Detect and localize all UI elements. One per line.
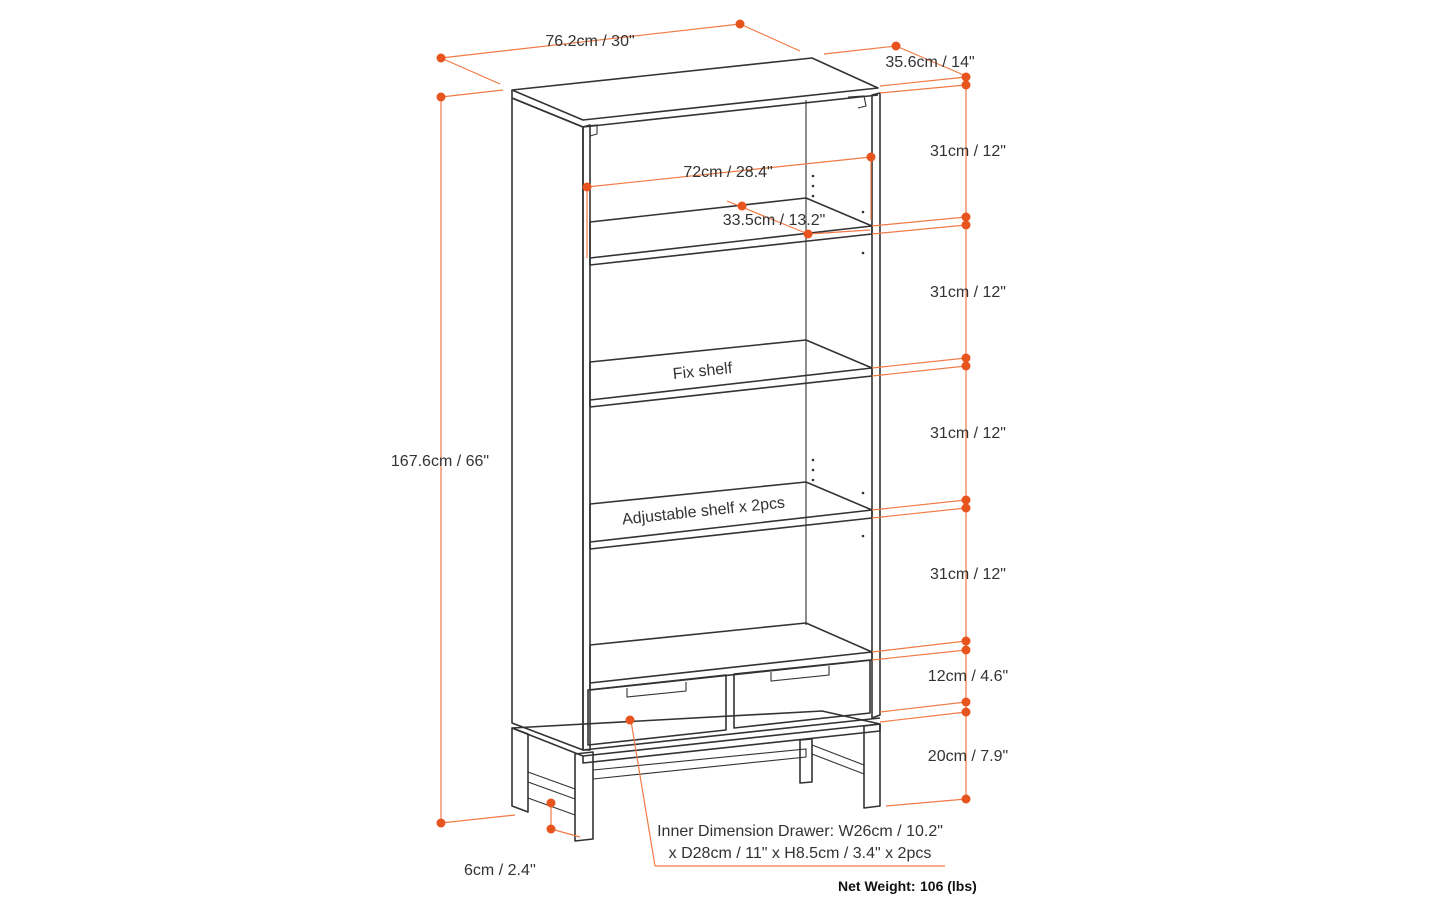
leg-front-left [574, 751, 594, 842]
compartment-4-label: 31cm / 12" [930, 566, 1006, 583]
net-weight-value: 106 (lbs) [920, 878, 977, 894]
leg-back-right [799, 738, 813, 784]
drawer-left [587, 674, 727, 746]
compartment-3-label: 31cm / 12" [930, 425, 1006, 442]
shelf-2-front [589, 510, 873, 550]
adjustable-shelf-label: Adjustable shelf x 2pcs [621, 495, 786, 529]
right-front-edge [871, 92, 881, 719]
top-bracket-left [585, 124, 598, 137]
base-front-rail [582, 724, 881, 764]
stretcher-front [592, 748, 807, 780]
cabinet-bottom-edge [582, 717, 881, 751]
fix-shelf-front [589, 368, 873, 408]
drawer-left-handle [626, 682, 687, 698]
leg-width-label: 6cm / 2.4'' [464, 862, 536, 879]
dimension-lines [440, 23, 967, 867]
height-label: 167.6cm / 66" [391, 453, 489, 470]
inner-width-label: 72cm / 28.4" [683, 164, 772, 181]
stretcher-left [527, 771, 576, 800]
drawer-inner-dimension-line1: Inner Dimension Drawer: W26cm / 10.2" [657, 823, 943, 840]
depth-label: 35.6cm / 14" [885, 54, 974, 71]
leg-back-left [511, 727, 529, 813]
compartment-1-label: 31cm / 12" [930, 143, 1006, 160]
inner-depth-label: 33.5cm / 13.2" [723, 212, 826, 229]
shelf-pin-holes [811, 174, 865, 538]
drawer-height-label: 12cm / 4.6" [928, 668, 1008, 685]
width-label: 76.2cm / 30" [545, 33, 634, 50]
base-height-label: 20cm / 7.9" [928, 748, 1008, 765]
drawer-right-handle [770, 666, 830, 682]
fix-shelf-label: Fix shelf [672, 360, 734, 383]
base-frame [511, 710, 881, 842]
dimension-labels: 76.2cm / 30" 35.6cm / 14" 167.6cm / 66" … [391, 33, 1008, 894]
shelf-1-front [589, 226, 873, 266]
left-side-panel [511, 97, 584, 751]
net-weight-label: Net Weight: [838, 878, 916, 894]
leg-front-right [863, 723, 881, 809]
drawer-right [733, 659, 871, 729]
bottom-shelf [589, 622, 873, 684]
dimension-dots [436, 19, 971, 834]
stretcher-right [811, 744, 865, 775]
top-panel [511, 57, 879, 121]
drawer-inner-dimension-line2: x D28cm / 11" x H8.5cm / 3.4" x 2pcs [669, 845, 932, 862]
top-bracket-right [847, 95, 867, 109]
compartment-2-label: 31cm / 12" [930, 284, 1006, 301]
bottom-shelf-front [589, 652, 873, 691]
